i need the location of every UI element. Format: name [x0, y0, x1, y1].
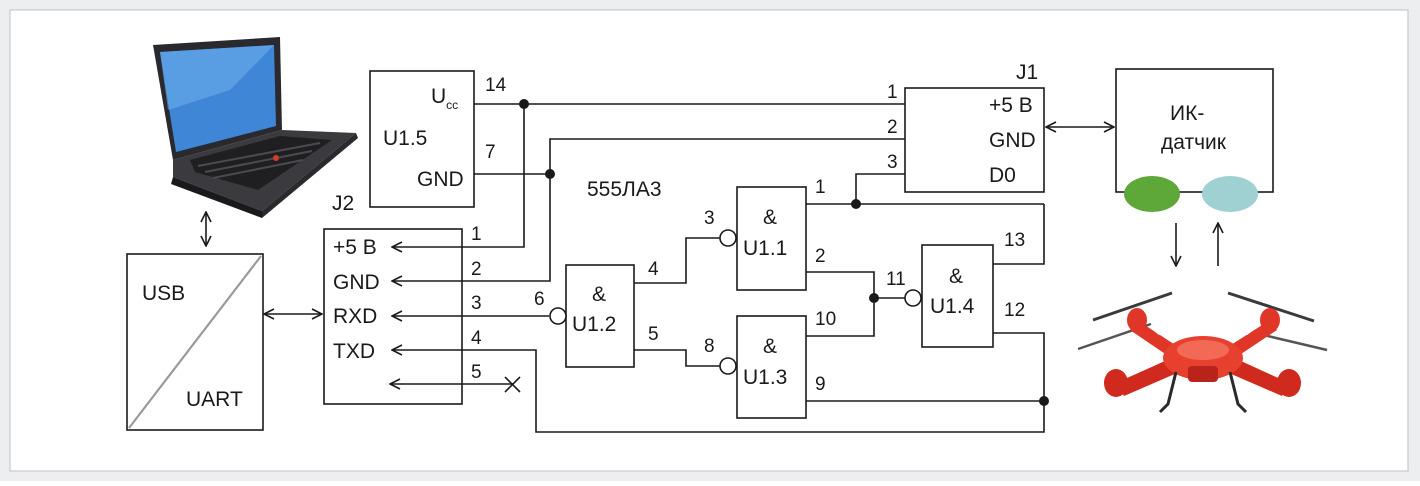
- j2-pin3-signal: RXD: [333, 305, 377, 328]
- j2-pin5-num: 5: [471, 362, 482, 383]
- j1-label: J1: [1016, 61, 1038, 84]
- uart-label: UART: [186, 388, 243, 411]
- ir-led-cyan: [1202, 176, 1258, 212]
- j1-pin2-signal: GND: [989, 129, 1036, 152]
- j1-pin3-signal: D0: [989, 164, 1016, 187]
- junction-dots: [519, 99, 1049, 406]
- u14-name: U1.4: [930, 295, 975, 318]
- j1-pin2-num: 2: [887, 117, 898, 138]
- gate-u14: & U1.4 11 13 12: [886, 230, 1025, 348]
- u15-power-block: Ucc U1.5 GND 14 7: [369, 70, 507, 208]
- u15-name: U1.5: [383, 127, 427, 150]
- usb-uart-converter: USB UART: [126, 253, 264, 431]
- j2-pin2-signal: GND: [333, 271, 380, 294]
- gate-u12: & U1.2 6 4 5: [534, 259, 659, 368]
- laptop-icon: [153, 37, 358, 218]
- u12-symbol: &: [592, 283, 606, 306]
- ir-sensor-label-1: ИК-: [1170, 102, 1204, 125]
- usb-label: USB: [142, 282, 185, 305]
- u14-symbol: &: [949, 265, 963, 288]
- u11-pin-out: 1: [815, 177, 826, 198]
- u12-pin-in: 6: [534, 289, 545, 310]
- ir-sensor-label-2: датчик: [1161, 131, 1227, 154]
- u11-name: U1.1: [743, 237, 787, 260]
- u12-name: U1.2: [572, 313, 616, 336]
- u12-pin-out2: 5: [648, 324, 659, 345]
- u12-pin-out: 4: [648, 259, 659, 280]
- u15-gnd-label: GND: [417, 168, 464, 191]
- u14-pin-top: 13: [1004, 230, 1025, 251]
- j2-pin3-num: 3: [471, 293, 482, 314]
- u11-pin-in: 3: [704, 208, 715, 229]
- u13-name: U1.3: [743, 366, 787, 389]
- drone-icon: [1077, 291, 1328, 414]
- j1-pin1-signal: +5 В: [989, 94, 1033, 117]
- u13-pin-in: 8: [704, 336, 715, 357]
- j1-connector: J1 +5 В GND D0 1 2 3: [887, 61, 1045, 193]
- ir-sensor: ИК- датчик: [1115, 68, 1274, 212]
- gate-u13: & U1.3 8 10 9: [704, 309, 836, 419]
- u11-pin-2: 2: [815, 246, 826, 267]
- j1-pin3-num: 3: [887, 152, 898, 173]
- u14-pin-in: 11: [886, 269, 906, 290]
- j2-pin1-signal: +5 В: [333, 236, 377, 259]
- ir-led-green: [1124, 176, 1180, 212]
- u14-pin-bot: 12: [1004, 300, 1025, 321]
- j2-label: J2: [332, 192, 354, 215]
- u15-ucc-label: Ucc: [431, 85, 458, 112]
- j2-pin5-nc-mark: [462, 376, 521, 393]
- j2-pin4-signal: TXD: [333, 340, 375, 363]
- gate-u11: & U1.1 3 1 2: [704, 177, 826, 291]
- j2-pin4-num: 4: [471, 328, 482, 349]
- u13-pin-9: 9: [815, 374, 826, 395]
- u13-symbol: &: [763, 335, 777, 358]
- chip-label: 555ЛА3: [587, 178, 662, 201]
- j2-pin2-num: 2: [471, 259, 482, 280]
- u13-pin-out: 10: [815, 309, 836, 330]
- wiring: [392, 104, 1218, 433]
- u11-symbol: &: [763, 206, 777, 229]
- u15-pin-gnd: 7: [485, 142, 496, 163]
- j2-pin1-num: 1: [471, 224, 482, 245]
- u15-pin-ucc: 14: [485, 75, 507, 96]
- j1-pin1-num: 1: [887, 82, 898, 103]
